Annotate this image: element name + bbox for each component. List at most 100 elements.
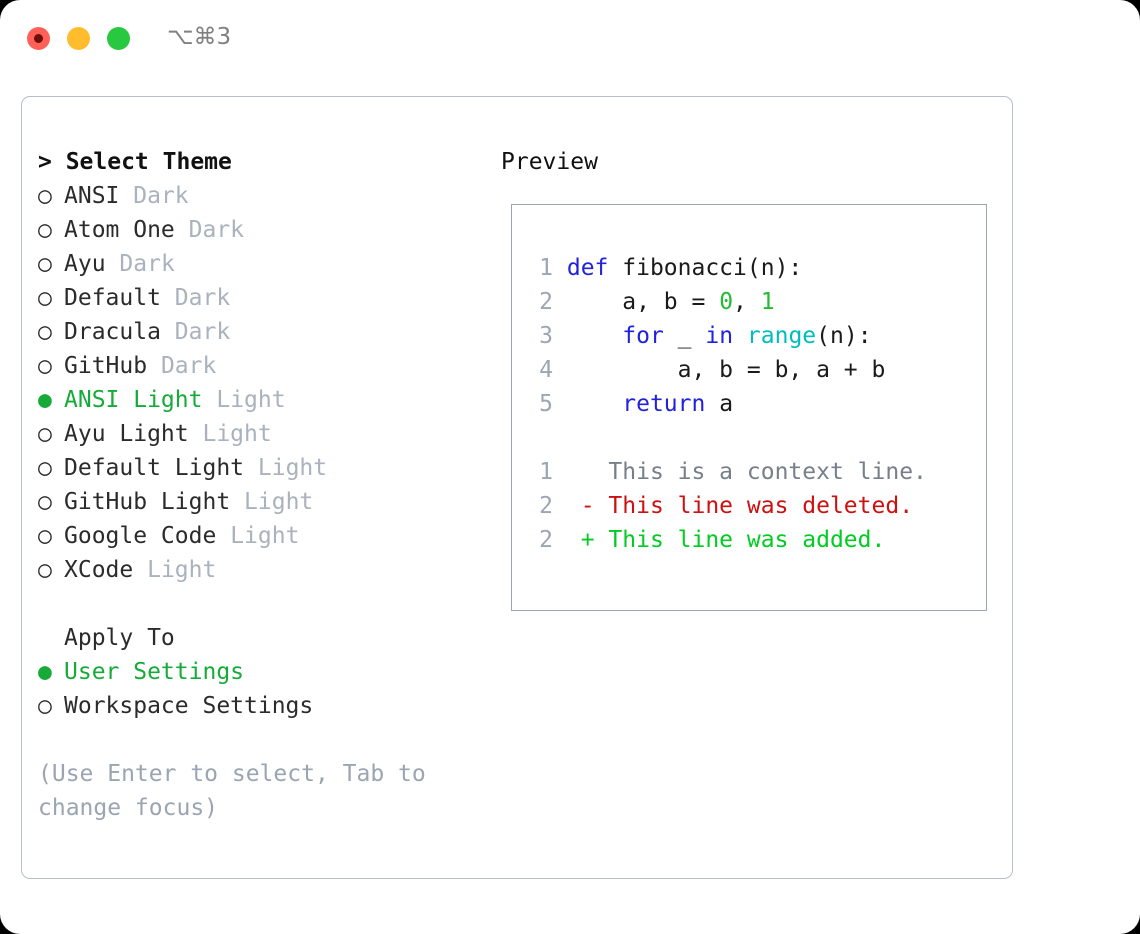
- code-token: return: [622, 391, 706, 417]
- theme-option-label: Default Light: [64, 455, 245, 481]
- theme-option-ayu[interactable]: ○Ayu Dark: [38, 247, 488, 281]
- theme-option-label: ANSI: [64, 183, 120, 209]
- theme-option-google-code[interactable]: ○ Google Code Light: [38, 519, 488, 553]
- code-line: 3 for _ in range(n):: [525, 319, 975, 353]
- theme-option-label: ANSI Light: [64, 387, 203, 413]
- theme-selector-pane: > Select Theme ○ANSI Dark○Atom One Dark○…: [38, 145, 488, 825]
- code-token: a, b = b, a + b: [566, 357, 886, 383]
- spacer: [175, 217, 189, 243]
- diff-sign: [581, 459, 609, 485]
- theme-option-ansi[interactable]: ○ ANSI Dark: [38, 179, 488, 213]
- theme-option-suffix: Light: [216, 387, 286, 413]
- radio-unselected-icon: ○: [38, 489, 52, 515]
- diff-line-del: 2 - This line was deleted.: [525, 489, 975, 523]
- diff-text: This is a context line.: [608, 459, 927, 485]
- radio-unselected-icon: ○: [38, 523, 52, 549]
- apply-to-list[interactable]: ● User Settings ○Workspace Settings: [38, 655, 488, 723]
- radio-unselected-icon: ○: [38, 319, 52, 345]
- keyboard-shortcut-label: ⌥⌘3: [167, 24, 232, 50]
- apply-to-option-user-settings[interactable]: ● User Settings: [38, 655, 488, 689]
- theme-option-ayu-light[interactable]: ○Ayu Light Light: [38, 417, 488, 451]
- code-line: 5 return a: [525, 387, 975, 421]
- spacer: [161, 285, 175, 311]
- radio-unselected-icon: ○: [38, 285, 52, 311]
- gutter-gap: [553, 493, 581, 519]
- line-number: 3: [539, 323, 553, 349]
- code-token: ,: [733, 289, 761, 315]
- diff-line-ctx: 1 This is a context line.: [525, 455, 975, 489]
- theme-option-label: Ayu: [64, 251, 106, 277]
- code-line: 2 a, b = 0, 1: [525, 285, 975, 319]
- theme-option-suffix: Light: [244, 489, 314, 515]
- spacer: [216, 523, 230, 549]
- apply-to-option-workspace-settings[interactable]: ○Workspace Settings: [38, 689, 488, 723]
- diff-line-add: 2 + This line was added.: [525, 523, 975, 557]
- code-token: def: [566, 255, 623, 281]
- help-text: (Use Enter to select, Tab to change focu…: [38, 761, 426, 821]
- theme-option-suffix: Dark: [174, 319, 231, 345]
- theme-option-suffix: Dark: [133, 183, 189, 209]
- diff-text: This line was added.: [608, 527, 886, 553]
- code-token: [567, 323, 622, 349]
- theme-option-label: GitHub: [64, 353, 148, 379]
- line-number: 1: [539, 459, 553, 485]
- radio-unselected-icon: ○: [38, 421, 52, 447]
- code-token: a: [705, 391, 734, 417]
- theme-option-dracula[interactable]: ○ Dracula Dark: [38, 315, 488, 349]
- gutter-gap: [553, 527, 581, 553]
- spacer: [147, 353, 161, 379]
- theme-option-ansi-light[interactable]: ● ANSI Light Light: [38, 383, 488, 417]
- radio-selected-icon: ●: [38, 387, 52, 413]
- theme-option-suffix: Light: [257, 455, 328, 481]
- diff-sign: +: [580, 527, 609, 553]
- line-number: 5: [539, 391, 553, 417]
- theme-list[interactable]: ○ANSI Dark○Atom One Dark○Ayu Dark○Defaul…: [38, 179, 488, 587]
- gutter-gap: [553, 357, 567, 383]
- radio-unselected-icon: ○: [38, 183, 52, 209]
- apply-to-option-label: User Settings: [64, 659, 245, 685]
- theme-option-label: XCode: [64, 557, 134, 583]
- gutter-gap: [553, 391, 567, 417]
- theme-option-suffix: Light: [230, 523, 300, 549]
- minimize-button[interactable]: [67, 27, 90, 50]
- gutter-gap: [553, 289, 567, 315]
- spacer: [133, 557, 147, 583]
- theme-option-label: Dracula: [64, 319, 161, 345]
- spacer: [189, 421, 203, 447]
- theme-option-atom-one[interactable]: ○Atom One Dark: [38, 213, 488, 247]
- maximize-button[interactable]: [107, 27, 130, 50]
- line-number: 2: [539, 527, 553, 553]
- code-token: fibonacci(n):: [622, 255, 803, 281]
- line-number: 1: [539, 255, 553, 281]
- theme-option-suffix: Dark: [160, 353, 217, 379]
- diff-text: This line was deleted.: [608, 493, 914, 519]
- line-number: 2: [539, 493, 553, 519]
- preview-pane: Preview 1 def fibonacci(n):2 a, b = 0, 1…: [501, 145, 991, 611]
- apply-to-heading: Apply To: [64, 625, 175, 651]
- select-theme-heading: > Select Theme: [38, 149, 232, 175]
- spacer: [202, 387, 216, 413]
- theme-option-default[interactable]: ○Default Dark: [38, 281, 488, 315]
- code-blank-line: [525, 421, 975, 455]
- code-token: range: [746, 323, 817, 349]
- theme-option-label: Ayu Light: [64, 421, 189, 447]
- radio-unselected-icon: ○: [38, 557, 52, 583]
- code-token: 0: [719, 289, 734, 315]
- theme-option-label: Google Code: [64, 523, 217, 549]
- preview-heading: Preview: [501, 149, 598, 175]
- theme-option-xcode[interactable]: ○XCode Light: [38, 553, 488, 587]
- code-token: a, b =: [566, 289, 720, 315]
- gutter-gap: [553, 255, 567, 281]
- diff-lines: 1 This is a context line.2 - This line w…: [525, 455, 975, 557]
- theme-option-github[interactable]: ○ GitHub Dark: [38, 349, 488, 383]
- theme-option-suffix: Dark: [174, 285, 231, 311]
- line-number: 2: [539, 289, 553, 315]
- theme-option-github-light[interactable]: ○GitHub Light Light: [38, 485, 488, 519]
- help-spacer: [38, 723, 488, 757]
- code-line: 1 def fibonacci(n):: [525, 251, 975, 285]
- theme-option-default-light[interactable]: ○Default Light Light: [38, 451, 488, 485]
- radio-selected-icon: ●: [38, 659, 52, 685]
- radio-unselected-icon: ○: [38, 353, 52, 379]
- gutter-gap: [553, 459, 581, 485]
